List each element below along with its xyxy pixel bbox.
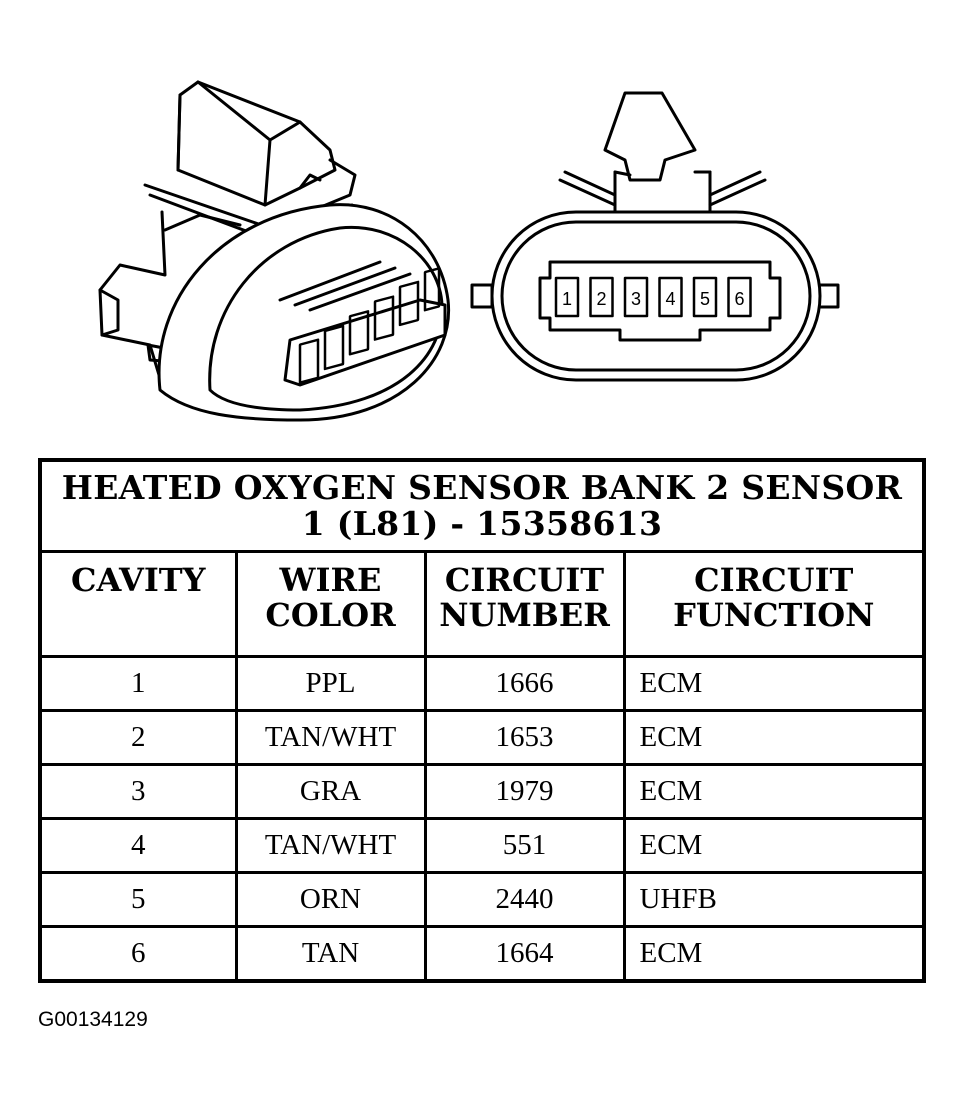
- cell-wire-color: ORN: [234, 871, 427, 928]
- cell-wire-color: GRA: [234, 763, 427, 820]
- header-wire-color-line1: WIRE: [279, 561, 382, 599]
- pin-cavity-3: [623, 276, 649, 318]
- figure-id: G00134129: [38, 1008, 148, 1031]
- pin-label-3: 3: [631, 289, 641, 309]
- pin-label-4: 4: [665, 289, 675, 309]
- table-header-row: CAVITY WIRE COLOR CIRCUIT NUMBER CIRCUIT…: [38, 550, 926, 658]
- table-row: 1 PPL 1666 ECM: [38, 655, 926, 712]
- table-row: 2 TAN/WHT 1653 ECM: [38, 709, 926, 766]
- header-circuit-function-line1: CIRCUIT: [694, 561, 854, 599]
- cell-circuit-function: ECM: [622, 709, 926, 766]
- cell-circuit-number: 1666: [423, 655, 626, 712]
- pin-label-6: 6: [734, 289, 744, 309]
- cell-wire-color: PPL: [234, 655, 427, 712]
- cell-circuit-number: 551: [423, 817, 626, 874]
- cell-cavity: 1: [38, 655, 238, 712]
- table-title-line2: 1 (L81) - 15358613: [301, 504, 663, 543]
- header-wire-color-line2: COLOR: [265, 596, 396, 634]
- table-row: 3 GRA 1979 ECM: [38, 763, 926, 820]
- pin-cavity-2: [589, 276, 614, 318]
- pin-label-1: 1: [562, 289, 572, 309]
- header-circuit-function: CIRCUIT FUNCTION: [622, 550, 926, 658]
- table-row: 4 TAN/WHT 551 ECM: [38, 817, 926, 874]
- header-circuit-function-line2: FUNCTION: [673, 596, 875, 634]
- header-cavity-label: CAVITY: [71, 561, 206, 599]
- header-cavity: CAVITY: [38, 550, 238, 658]
- pin-cavity-4: [658, 276, 683, 318]
- cell-circuit-function: ECM: [622, 655, 926, 712]
- connector-face-view: 1 2 3 4 5 6: [470, 91, 840, 382]
- connector-drawing: 1 2 3 4 5 6: [98, 80, 840, 422]
- cell-circuit-function: ECM: [622, 817, 926, 874]
- table-row: 5 ORN 2440 UHFB: [38, 871, 926, 928]
- pin-label-2: 2: [596, 289, 606, 309]
- connector-isometric-view: [98, 80, 451, 422]
- header-circuit-number-line2: NUMBER: [439, 596, 610, 634]
- cell-wire-color: TAN: [234, 925, 427, 983]
- cell-cavity: 3: [38, 763, 238, 820]
- header-wire-color: WIRE COLOR: [234, 550, 427, 658]
- pin-cavity-5: [692, 276, 718, 318]
- cell-circuit-function: ECM: [622, 925, 926, 983]
- cell-wire-color: TAN/WHT: [234, 709, 427, 766]
- cell-wire-color: TAN/WHT: [234, 817, 427, 874]
- cell-cavity: 5: [38, 871, 238, 928]
- cell-circuit-number: 1664: [423, 925, 626, 983]
- cell-circuit-number: 2440: [423, 871, 626, 928]
- cell-circuit-function: UHFB: [622, 871, 926, 928]
- cell-circuit-function: ECM: [622, 763, 926, 820]
- cell-cavity: 2: [38, 709, 238, 766]
- pinout-table: HEATED OXYGEN SENSOR BANK 2 SENSOR 1 (L8…: [38, 458, 926, 983]
- header-circuit-number-line1: CIRCUIT: [444, 561, 605, 599]
- cell-circuit-number: 1979: [423, 763, 626, 820]
- pin-cavity-1: [554, 276, 580, 318]
- cell-cavity: 6: [38, 925, 238, 983]
- header-circuit-number: CIRCUIT NUMBER: [423, 550, 626, 658]
- pin-label-5: 5: [700, 289, 710, 309]
- table-title-line1: HEATED OXYGEN SENSOR BANK 2 SENSOR: [61, 468, 903, 507]
- table-title-row: HEATED OXYGEN SENSOR BANK 2 SENSOR 1 (L8…: [38, 458, 926, 553]
- pin-cavity-6: [727, 276, 752, 318]
- table-row: 6 TAN 1664 ECM: [38, 925, 926, 983]
- cell-cavity: 4: [38, 817, 238, 874]
- cell-circuit-number: 1653: [423, 709, 626, 766]
- table-title: HEATED OXYGEN SENSOR BANK 2 SENSOR 1 (L8…: [38, 458, 926, 553]
